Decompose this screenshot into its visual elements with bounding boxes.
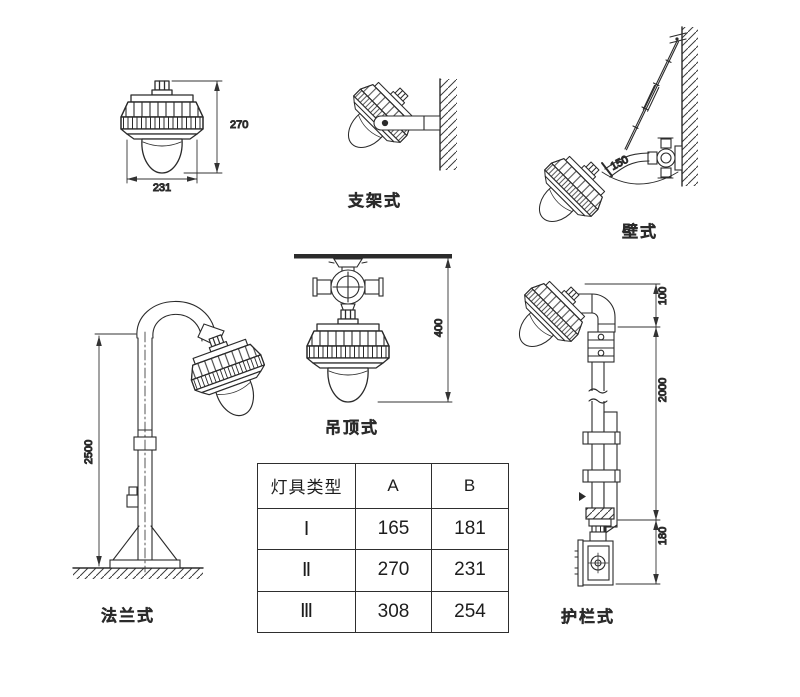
lamp-tilted xyxy=(499,267,599,367)
front-view-drawing: 270 231 xyxy=(120,80,249,195)
pole xyxy=(126,331,157,573)
flange-mount-drawing: 2500 法兰式 xyxy=(72,300,279,626)
flange-height-dim xyxy=(94,333,137,567)
flange-height-dim-value: 2500 xyxy=(83,440,95,464)
junction-box xyxy=(312,269,384,313)
ceiling-mount-label: 吊顶式 xyxy=(325,419,379,437)
cell-b: 231 xyxy=(431,549,509,592)
table-row: Ⅲ 308 254 xyxy=(257,590,509,634)
ceiling-height-dim-value: 400 xyxy=(433,319,445,337)
spec-table: 灯具类型 A B Ⅰ 165 181 Ⅱ 270 231 Ⅲ 308 254 xyxy=(257,463,509,634)
elbow-clamp xyxy=(587,331,615,363)
cell-a: 308 xyxy=(355,590,432,634)
ceiling-mount-drawing: 400 吊顶式 xyxy=(294,254,453,438)
wall-arm xyxy=(601,152,650,178)
guardrail-top-dim-value: 100 xyxy=(657,287,669,305)
front-height-dim-value: 270 xyxy=(230,119,248,131)
lamp-tilted xyxy=(519,142,619,242)
junction-box xyxy=(647,137,683,179)
rod-anchor xyxy=(669,32,687,44)
support-rod xyxy=(624,40,680,151)
guardrail-mount-label: 护栏式 xyxy=(561,608,615,626)
table-row: Ⅱ 270 231 xyxy=(257,549,509,592)
lamp-tilted xyxy=(179,323,279,429)
col-header-type: 灯具类型 xyxy=(257,463,356,509)
wall-hatch xyxy=(682,27,698,186)
cell-b: 254 xyxy=(431,590,509,634)
cell-b: 181 xyxy=(431,507,509,551)
ground-hatch xyxy=(73,568,203,579)
front-height-dim xyxy=(171,80,223,174)
cell-a: 165 xyxy=(355,507,432,551)
col-header-a: A xyxy=(355,463,432,509)
guardrail-arm xyxy=(562,293,616,333)
table-header-row: 灯具类型 A B xyxy=(257,463,509,509)
bracket-arm xyxy=(373,115,441,131)
col-header-b: B xyxy=(431,463,509,509)
guardrail-mount-drawing: 100 2000 180 护栏式 xyxy=(499,267,670,627)
guardrail-middle-dim-value: 2000 xyxy=(657,378,669,402)
wall-mount-drawing: 150 壁式 xyxy=(519,26,698,242)
lamp-front-view xyxy=(120,80,204,174)
flange-mount-label: 法兰式 xyxy=(101,607,155,625)
bracket-mount-drawing: 支架式 xyxy=(328,68,457,211)
cell-a: 270 xyxy=(355,549,432,592)
wall-mount-label: 壁式 xyxy=(622,222,658,241)
table-row: Ⅰ 165 181 xyxy=(257,507,509,551)
angle-arc xyxy=(601,171,679,185)
front-width-dim-value: 231 xyxy=(153,182,171,194)
mount-bracket xyxy=(574,507,615,587)
cell-type: Ⅲ xyxy=(257,590,356,634)
lamp-front-view xyxy=(306,309,390,403)
ceiling-height-dim xyxy=(377,257,453,403)
cell-type: Ⅱ xyxy=(257,549,356,592)
guardrail-dims xyxy=(584,283,661,585)
rail-clamps xyxy=(579,431,621,501)
wall-hatch xyxy=(440,79,457,170)
cell-type: Ⅰ xyxy=(257,507,356,551)
ceiling-line xyxy=(294,254,452,259)
guardrail-bottom-dim-value: 180 xyxy=(657,527,669,545)
bracket-mount-label: 支架式 xyxy=(348,192,402,210)
front-width-dim xyxy=(126,139,198,184)
